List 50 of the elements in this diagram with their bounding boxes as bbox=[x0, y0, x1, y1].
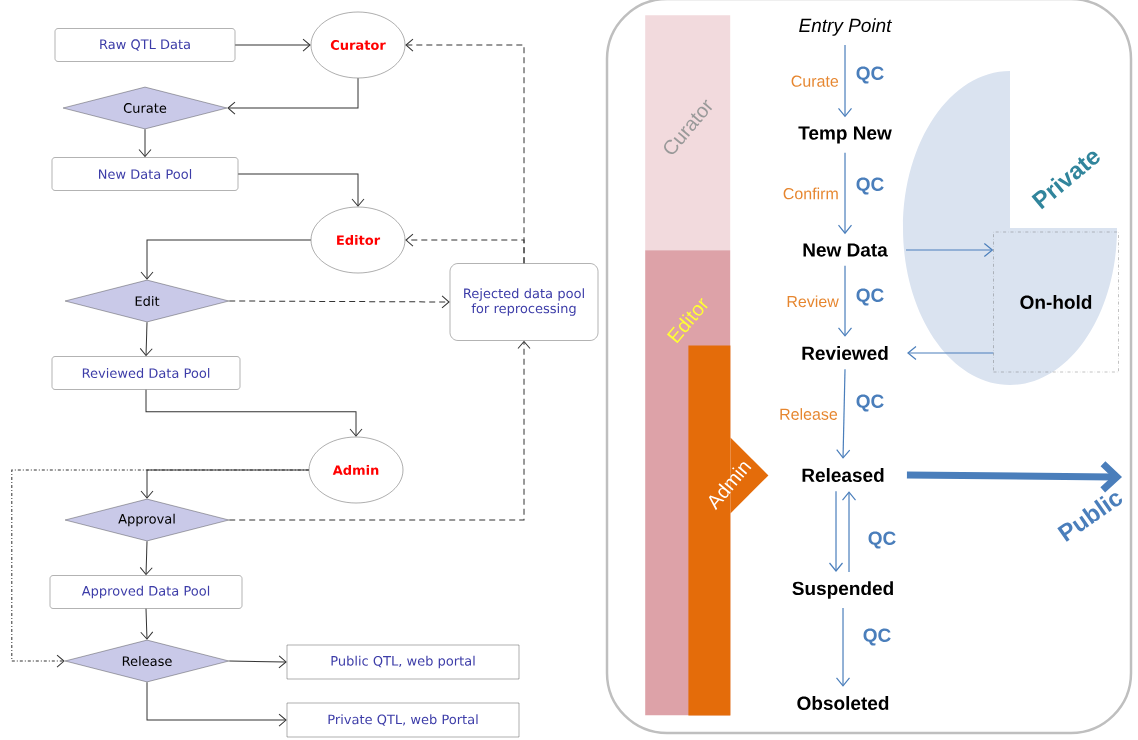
check-label: QC bbox=[856, 177, 884, 195]
arrow bbox=[140, 239, 312, 280]
arrow bbox=[837, 265, 853, 337]
arrow bbox=[835, 607, 851, 687]
arrow bbox=[906, 461, 1122, 493]
state-label: New Data bbox=[803, 243, 888, 257]
arrow bbox=[828, 490, 844, 572]
edge-label: Review bbox=[787, 295, 839, 308]
arrow bbox=[836, 368, 851, 459]
state-label: Suspended bbox=[792, 581, 893, 599]
arrow bbox=[139, 321, 153, 357]
state-label: Obsoleted bbox=[797, 696, 889, 710]
arrow bbox=[145, 389, 363, 437]
check-label: QC bbox=[868, 531, 896, 549]
process-box: New Data Pool bbox=[51, 157, 239, 191]
output-box: Public QTL, web portal bbox=[286, 644, 520, 680]
arrow bbox=[837, 152, 853, 235]
arrow bbox=[841, 491, 857, 573]
output-box: Private QTL, web Portal bbox=[286, 702, 520, 738]
check-label: QC bbox=[856, 288, 884, 306]
check-label: QC bbox=[863, 628, 891, 646]
arrow bbox=[228, 295, 450, 309]
arrow bbox=[227, 77, 359, 115]
process-box: Raw QTL Data bbox=[54, 28, 236, 62]
arrow bbox=[907, 345, 994, 361]
edge-label: Confirm bbox=[783, 187, 838, 200]
arrow bbox=[228, 341, 531, 521]
edge-label: Curate bbox=[791, 75, 839, 87]
check-label: QC bbox=[856, 66, 884, 84]
arrow bbox=[138, 128, 152, 158]
state-label: Temp New bbox=[798, 126, 892, 144]
state-label: Entry Point bbox=[799, 18, 893, 36]
on-hold-box: On-hold bbox=[993, 231, 1119, 373]
process-box: Rejected data pool for reprocessing bbox=[449, 263, 599, 341]
state-label: Reviewed bbox=[802, 346, 888, 360]
arrow bbox=[837, 44, 853, 118]
process-box: Reviewed Data Pool bbox=[51, 356, 241, 390]
edge-label: Release bbox=[780, 408, 838, 420]
state-label: Released bbox=[802, 468, 884, 482]
arrow bbox=[405, 233, 525, 264]
process-box: Approved Data Pool bbox=[49, 575, 243, 609]
arrow bbox=[905, 242, 994, 258]
arrow bbox=[140, 608, 154, 640]
arrow bbox=[234, 38, 311, 52]
arrow bbox=[228, 655, 287, 669]
check-label: QC bbox=[856, 394, 884, 412]
arrow bbox=[139, 540, 153, 576]
arrow bbox=[237, 173, 365, 207]
arrow bbox=[146, 681, 287, 727]
arrow bbox=[11, 469, 310, 668]
